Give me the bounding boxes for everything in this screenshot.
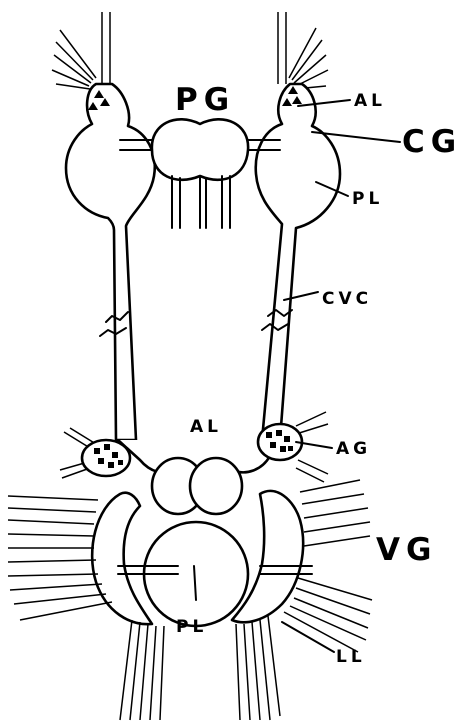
right-cerebral-ganglion [256,84,340,440]
label-vg: VG [376,532,437,568]
left-nerve-fan [52,12,110,89]
label-ag: AG [336,439,371,459]
label-al-top: AL [354,91,386,111]
label-ll: LL [336,647,366,667]
label-cg: CG [402,124,462,160]
label-pg: PG [175,82,235,118]
label-al-mid: AL [190,417,222,437]
right-nerve-fan [278,12,328,89]
label-pl-bottom: PL [176,617,207,637]
pedal-ganglion-pg [152,119,248,228]
label-pl-top: PL [352,189,383,209]
left-cerebral-ganglion [66,84,155,440]
label-cvc: CVC [322,289,372,309]
